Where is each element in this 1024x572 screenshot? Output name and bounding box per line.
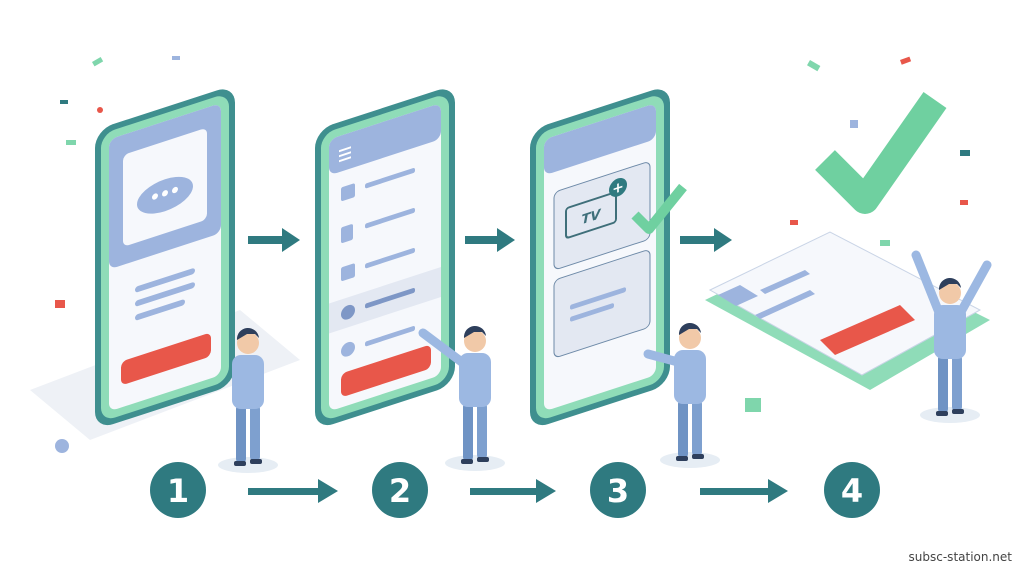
step-1-number: 1 — [167, 472, 189, 510]
person-celebrating — [911, 250, 992, 423]
phone-step-3: TV + — [530, 89, 670, 426]
step-4-badge: 4 — [824, 462, 880, 518]
step-3-number: 3 — [607, 472, 629, 510]
calendar-icon — [341, 183, 355, 202]
tv-label: TV — [582, 207, 603, 228]
success-check-icon — [815, 91, 947, 214]
tv-icon — [565, 191, 617, 239]
step-2-badge: 2 — [372, 462, 428, 518]
step-1-badge: 1 — [150, 462, 206, 518]
flow-arrows-bottom — [248, 479, 788, 503]
phone-icon — [341, 224, 353, 244]
plus-icon: + — [612, 179, 624, 198]
phone-step-2 — [315, 89, 455, 426]
watermark: subsc-station.net — [908, 550, 1012, 564]
step-2-number: 2 — [389, 472, 411, 510]
flow-arrows-top — [248, 228, 732, 252]
subscribe-button — [121, 333, 211, 384]
person-pointing — [418, 325, 505, 471]
check-icon — [631, 183, 687, 234]
step-4-number: 4 — [841, 472, 863, 510]
tablet-step-4 — [705, 231, 990, 390]
phone-step-1 — [95, 89, 235, 426]
person-thumbs-up — [643, 322, 720, 468]
step-3-badge: 3 — [590, 462, 646, 518]
grid-icon — [341, 263, 355, 282]
gear-icon — [341, 304, 355, 320]
menu-icon — [339, 146, 351, 153]
confetti — [55, 56, 970, 453]
